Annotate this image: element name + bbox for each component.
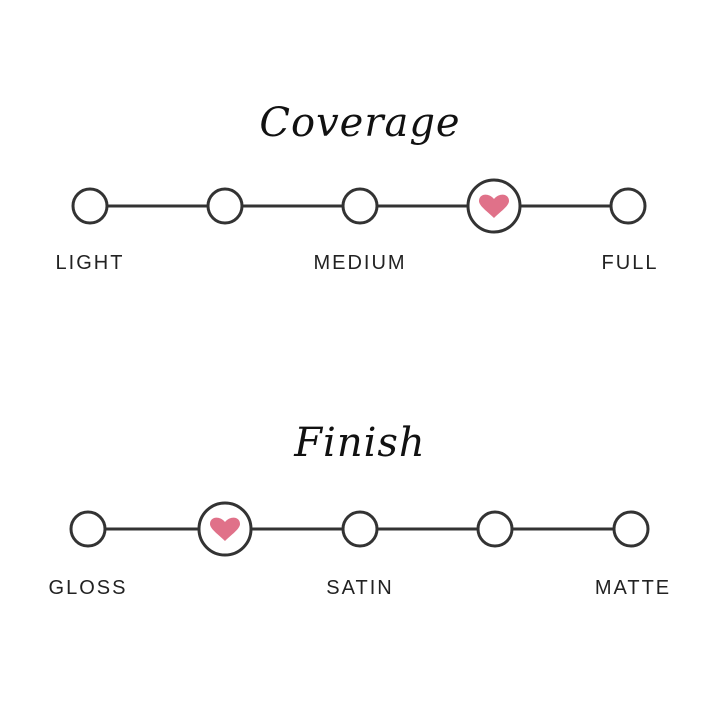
scale-step[interactable] [69, 510, 107, 548]
coverage-label-light: LIGHT [55, 252, 125, 274]
heart-icon [210, 517, 240, 541]
scale-step[interactable] [206, 187, 244, 225]
coverage-title: Coverage [259, 100, 461, 146]
scale-step[interactable] [71, 187, 109, 225]
scale-step[interactable] [341, 510, 379, 548]
heart-icon [479, 194, 509, 218]
finish-label-gloss: GLOSS [48, 577, 128, 599]
scale-step[interactable] [476, 510, 514, 548]
scale-step[interactable] [341, 187, 379, 225]
scale-step[interactable] [609, 187, 647, 225]
scale-step[interactable] [612, 510, 650, 548]
finish-scale[interactable] [0, 499, 720, 559]
coverage-label-full: FULL [601, 252, 659, 274]
finish-title: Finish [294, 420, 426, 466]
coverage-label-medium: MEDIUM [313, 252, 407, 274]
finish-label-matte: MATTE [594, 577, 672, 599]
coverage-scale[interactable] [0, 176, 720, 236]
finish-label-satin: SATIN [326, 577, 394, 599]
